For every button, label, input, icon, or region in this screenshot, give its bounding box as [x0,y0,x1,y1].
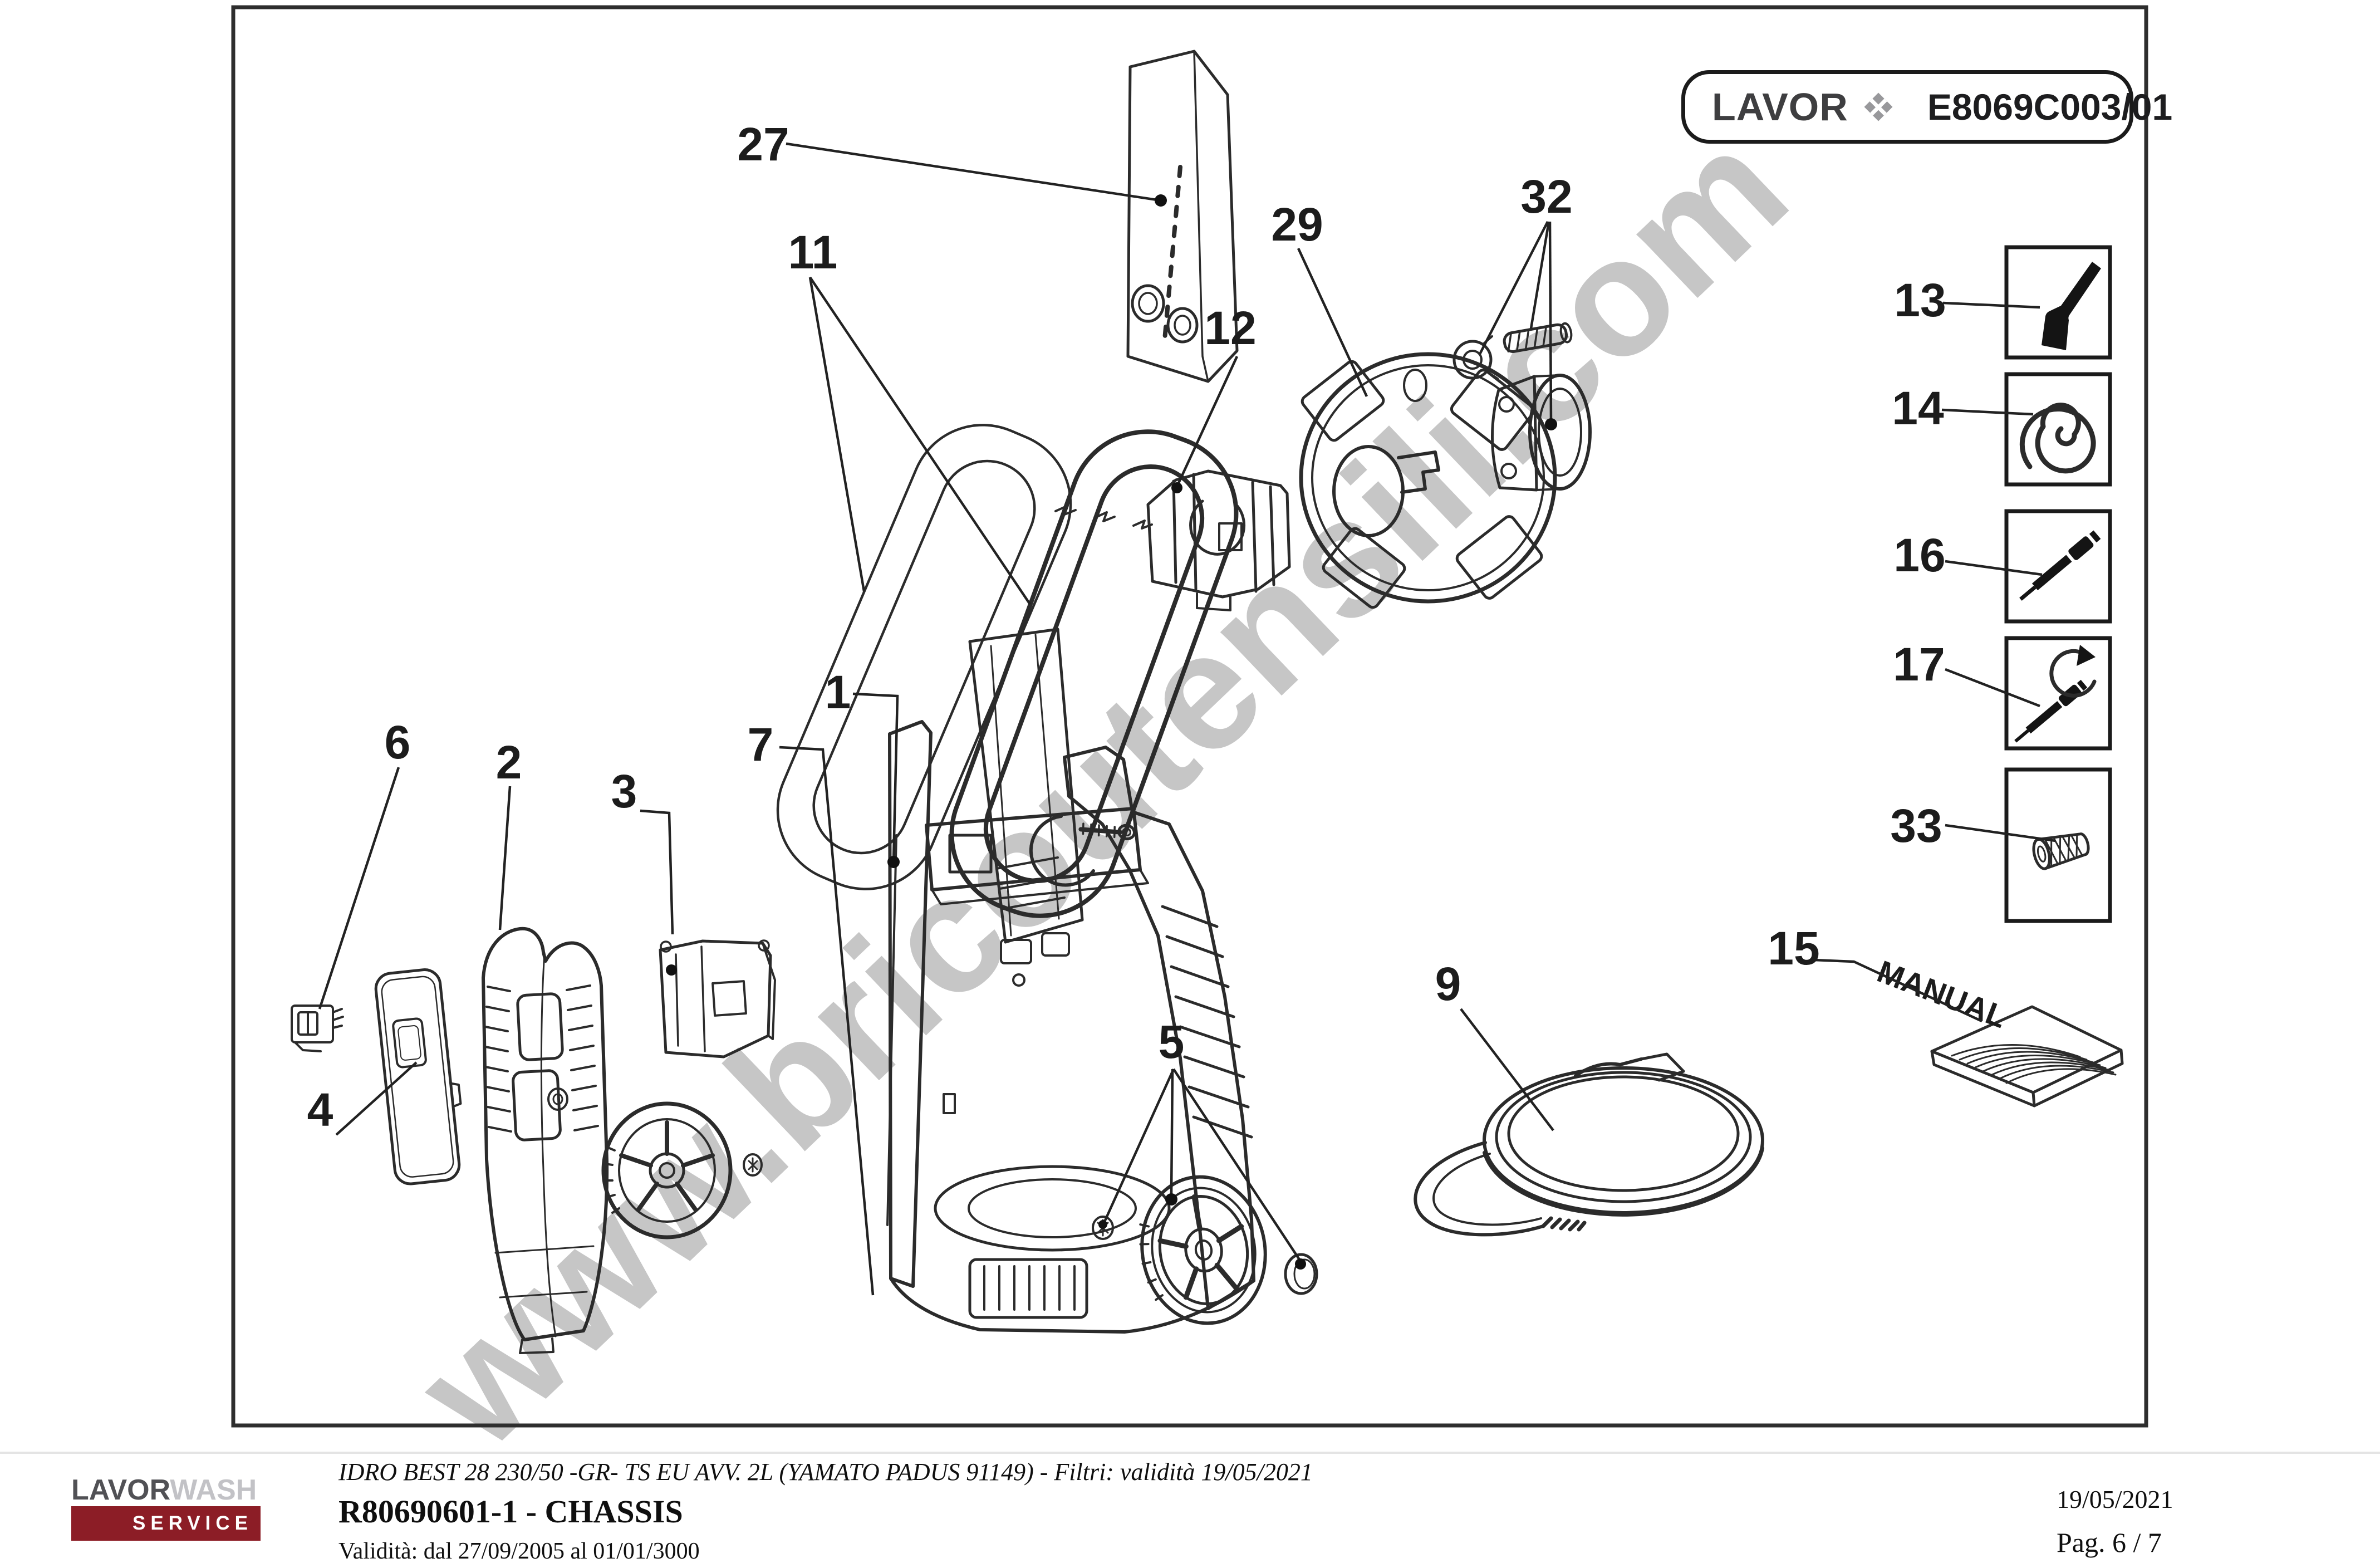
leader-32a [1478,220,1549,355]
callout-15: 15 [1768,922,1819,974]
callout-4: 4 [307,1084,333,1136]
leader-12 [1175,356,1239,487]
callout-3: 3 [611,765,637,817]
leader-1 [852,692,899,861]
callout-12: 12 [1204,302,1256,354]
drawing-code: E8069C003/01 [1927,86,2173,128]
callout-9: 9 [1435,958,1461,1010]
spiral-icon [2019,403,2096,474]
leader-32b [1529,221,1550,329]
callout-7: 7 [748,718,774,771]
diagram-frame [231,5,2148,1428]
lavorwash-wordmark: LAVORWASH [71,1476,261,1505]
leader-5b [1170,1069,1174,1195]
logo-wash: WASH [170,1474,257,1506]
leader-29 [1297,248,1368,397]
service-bar: SERVICE [71,1506,261,1541]
watermark-text: www.bricoutensili.com [380,94,1822,1484]
logo-lavor: LAVOR [71,1474,170,1506]
callout-11: 11 [788,226,838,278]
leader-9 [1460,1008,1554,1131]
part-2-cover-drawing [482,927,609,1354]
leader-6 [318,767,400,1010]
brand-logo-text: LAVOR [1712,85,1848,129]
callout-5: 5 [1159,1016,1185,1068]
callout-2: 2 [496,736,522,788]
footer-divider [0,1452,2380,1454]
part-4-lid-drawing [374,968,462,1185]
code-plate: LAVOR E8069C003/01 [1681,70,2172,144]
lavorwash-service-logo: LAVORWASH SERVICE [71,1476,261,1541]
callout-27: 27 [737,118,789,170]
part-32-fittings-drawing [1452,322,1592,492]
callout-33: 33 [1890,800,1942,852]
part-6-switch-drawing [291,1004,344,1052]
leader-2 [498,786,512,930]
leader-17 [1945,668,2040,708]
callout-1: 1 [825,666,851,718]
rotating-lance-icon [2014,645,2097,743]
callout-32: 32 [1520,170,1572,223]
service-label: SERVICE [132,1512,253,1534]
manual-annotation: MANUAL [1873,953,2011,1035]
leader-32c [1548,221,1553,423]
leader-3 [640,809,674,935]
screw-drawing [1078,822,1136,841]
leader-11b [809,276,1031,605]
part-27-panel-drawing [1126,50,1239,383]
part-12-bracket-drawing [1146,469,1291,611]
leader-15 [1813,958,1982,1023]
footer-page-number: Pag. 6 / 7 [2057,1527,2162,1558]
leader-27 [786,142,1161,202]
part-1-chassis-drawing [886,720,1255,1334]
nozzle-icon [2042,262,2101,350]
footer-text-block: IDRO BEST 28 230/50 -GR- TS EU AVV. 2L (… [338,1458,1953,1565]
leader-5a [1103,1069,1175,1222]
model-line: IDRO BEST 28 230/50 -GR- TS EU AVV. 2L (… [338,1458,1313,1486]
leader-14 [1941,408,2034,416]
callout-13: 13 [1894,274,1946,326]
leader-11a [808,277,866,592]
leader-5c [1172,1068,1301,1261]
leader-4 [335,1061,418,1136]
callout-29: 29 [1271,198,1323,251]
wheel-left-drawing [547,1087,763,1239]
footer-date-page: 19/05/2021 Pag. 6 / 7 [2057,1484,2290,1559]
callout-6: 6 [385,716,411,768]
validity-line: Validità: dal 27/09/2005 al 01/01/3000 [338,1538,700,1564]
part-5-wheel-kit-drawing [1092,1175,1318,1325]
part-29-reel-drawing [1299,352,1557,609]
document-title: R80690601-1 - CHASSIS [338,1493,683,1530]
part-9-hose-drawing [1414,1052,1764,1237]
leader-lines [318,142,2056,1296]
leader-13 [1942,301,2040,309]
callout-16: 16 [1893,529,1945,581]
callout-17: 17 [1893,638,1945,690]
footer-date: 19/05/2021 [2057,1485,2173,1513]
leader-33 [1945,824,2056,842]
lance-icon [2019,530,2101,601]
diamond-icon [1864,92,1893,121]
leader-7 [779,746,875,1296]
part-15-manual-drawing [1930,1005,2124,1108]
leader-16 [1945,560,2043,576]
callout-14: 14 [1892,382,1944,434]
